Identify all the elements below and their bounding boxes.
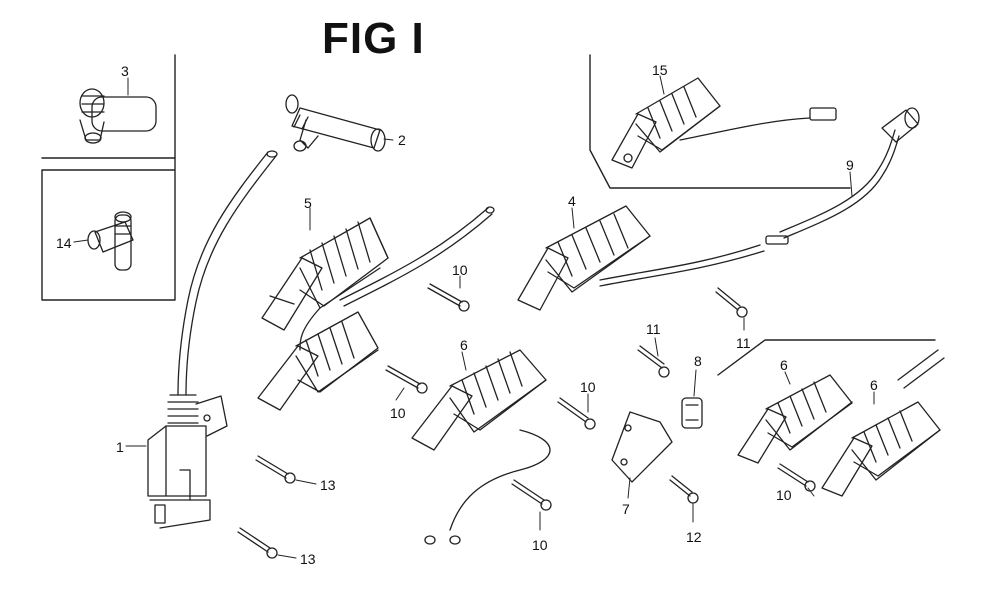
connector-wire-part-9 xyxy=(765,107,920,245)
callout-14: 14 xyxy=(56,235,72,251)
callout-10-d: 10 xyxy=(532,537,548,553)
plug-cap-part-14 xyxy=(87,211,134,271)
exciter-coil-part-6-center xyxy=(411,349,551,545)
callout-13-a: 13 xyxy=(320,477,336,493)
bracket-part-7 xyxy=(611,411,673,483)
callout-6-right-a: 6 xyxy=(780,357,788,373)
callout-7: 7 xyxy=(622,501,630,517)
ignition-coil-part-1 xyxy=(147,394,228,529)
callout-4: 4 xyxy=(568,193,576,209)
exciter-coil-lower-left xyxy=(257,307,379,411)
bolts xyxy=(237,283,816,559)
plug-cap-part-3 xyxy=(79,88,157,144)
callout-15: 15 xyxy=(652,62,668,78)
callout-13-b: 13 xyxy=(300,551,316,567)
exciter-coil-part-4 xyxy=(517,205,765,311)
high-tension-cord xyxy=(177,150,278,396)
callout-8: 8 xyxy=(694,353,702,369)
callout-1: 1 xyxy=(116,439,124,455)
plug-cap-part-2 xyxy=(285,94,386,152)
callout-12: 12 xyxy=(686,529,702,545)
figure-title: FIG I xyxy=(322,14,425,63)
exciter-coil-part-15 xyxy=(611,77,837,169)
inset-frames xyxy=(41,54,936,376)
coil-wire-5 xyxy=(339,206,495,307)
callout-2: 2 xyxy=(398,132,406,148)
exciter-coil-part-6-right-a xyxy=(737,374,853,464)
callout-11-a: 11 xyxy=(646,321,661,337)
callout-5: 5 xyxy=(304,195,312,211)
callout-9: 9 xyxy=(846,157,854,173)
callout-6-right-b: 6 xyxy=(870,377,878,393)
callout-10-c: 10 xyxy=(580,379,596,395)
grommet-part-8 xyxy=(681,397,703,429)
leader-lines xyxy=(73,75,875,559)
callout-10-b: 10 xyxy=(390,405,406,421)
exciter-coil-part-5 xyxy=(261,217,389,331)
callout-11-b: 11 xyxy=(736,335,751,351)
exciter-coil-part-6-right-b xyxy=(821,349,945,497)
callout-3: 3 xyxy=(121,63,129,79)
callout-10-e: 10 xyxy=(776,487,792,503)
callout-6-center: 6 xyxy=(460,337,468,353)
callout-10-a: 10 xyxy=(452,262,468,278)
